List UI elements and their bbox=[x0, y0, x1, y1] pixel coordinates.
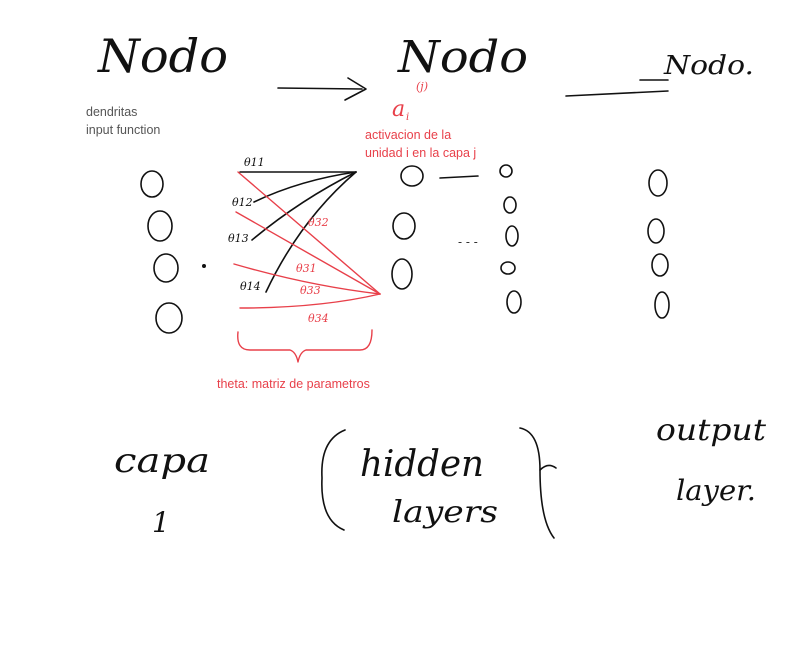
label-theta-34: θ34 bbox=[308, 312, 329, 325]
hidden2-node-5 bbox=[506, 290, 522, 314]
activation-subscript: i bbox=[406, 112, 409, 123]
output-node-1 bbox=[648, 169, 668, 197]
label-theta-caption: theta: matriz de parametros bbox=[217, 377, 370, 391]
output-node-4 bbox=[654, 291, 670, 319]
label-theta-33: θ33 bbox=[300, 284, 321, 297]
hidden-layers-left-brace bbox=[321, 429, 346, 531]
input-node-1 bbox=[140, 170, 164, 198]
hidden1-node-1 bbox=[400, 165, 424, 187]
connector-dash bbox=[439, 175, 479, 179]
label-capa: capa bbox=[114, 441, 210, 481]
title-nodo-left: Nodo bbox=[97, 29, 228, 83]
arrow-nodo-2-to-3 bbox=[565, 79, 669, 97]
activation-symbol: a bbox=[392, 97, 405, 122]
edge-theta-32 bbox=[235, 211, 381, 295]
hidden-layers-brace-tip bbox=[539, 464, 557, 471]
hidden1-node-2 bbox=[392, 212, 416, 240]
label-layers: layers bbox=[392, 495, 498, 530]
hidden1-node-3 bbox=[391, 258, 413, 290]
edge-theta-34 bbox=[239, 293, 381, 309]
dot-mark bbox=[202, 263, 207, 268]
title-nodo-right: Nodo. bbox=[663, 51, 754, 81]
output-node-2 bbox=[647, 218, 665, 244]
hidden2-node-2 bbox=[503, 196, 517, 214]
title-nodo-middle: Nodo bbox=[397, 32, 528, 83]
label-hidden: hidden bbox=[360, 444, 484, 485]
edge-theta-14 bbox=[265, 171, 357, 293]
label-theta-13: θ13 bbox=[228, 232, 249, 245]
ellipsis: - - - bbox=[458, 235, 478, 249]
output-node-3 bbox=[651, 253, 669, 277]
input-node-2 bbox=[147, 210, 173, 242]
edge-theta-13 bbox=[251, 171, 357, 241]
label-capa-number: 1 bbox=[152, 506, 170, 539]
label-dendritas: dendritas bbox=[86, 105, 138, 119]
edge-theta-31 bbox=[237, 171, 381, 295]
label-theta-32: θ32 bbox=[308, 216, 329, 229]
label-theta-31: θ31 bbox=[296, 262, 317, 275]
label-output: output bbox=[656, 413, 767, 448]
edge-theta-33 bbox=[233, 263, 381, 295]
hidden2-node-3 bbox=[505, 225, 519, 247]
edge-theta-12 bbox=[253, 171, 357, 203]
input-node-4 bbox=[155, 302, 183, 334]
input-node-3 bbox=[153, 253, 179, 283]
hidden2-node-4 bbox=[500, 261, 516, 275]
label-theta-11: θ11 bbox=[244, 156, 265, 169]
label-input-function: input function bbox=[86, 123, 161, 137]
hidden-layers-right-brace bbox=[519, 427, 555, 539]
superscript-j: (j) bbox=[416, 80, 428, 93]
arrow-nodo-1-to-2 bbox=[277, 77, 367, 101]
label-activation-line1: activacion de la bbox=[365, 128, 452, 142]
label-theta-14: θ14 bbox=[240, 280, 261, 293]
label-activation-line2: unidad i en la capa j bbox=[365, 146, 477, 160]
label-output-layer: layer. bbox=[676, 474, 756, 507]
theta-brace bbox=[237, 329, 373, 363]
label-theta-12: θ12 bbox=[232, 196, 253, 209]
hidden2-node-1 bbox=[499, 164, 513, 178]
